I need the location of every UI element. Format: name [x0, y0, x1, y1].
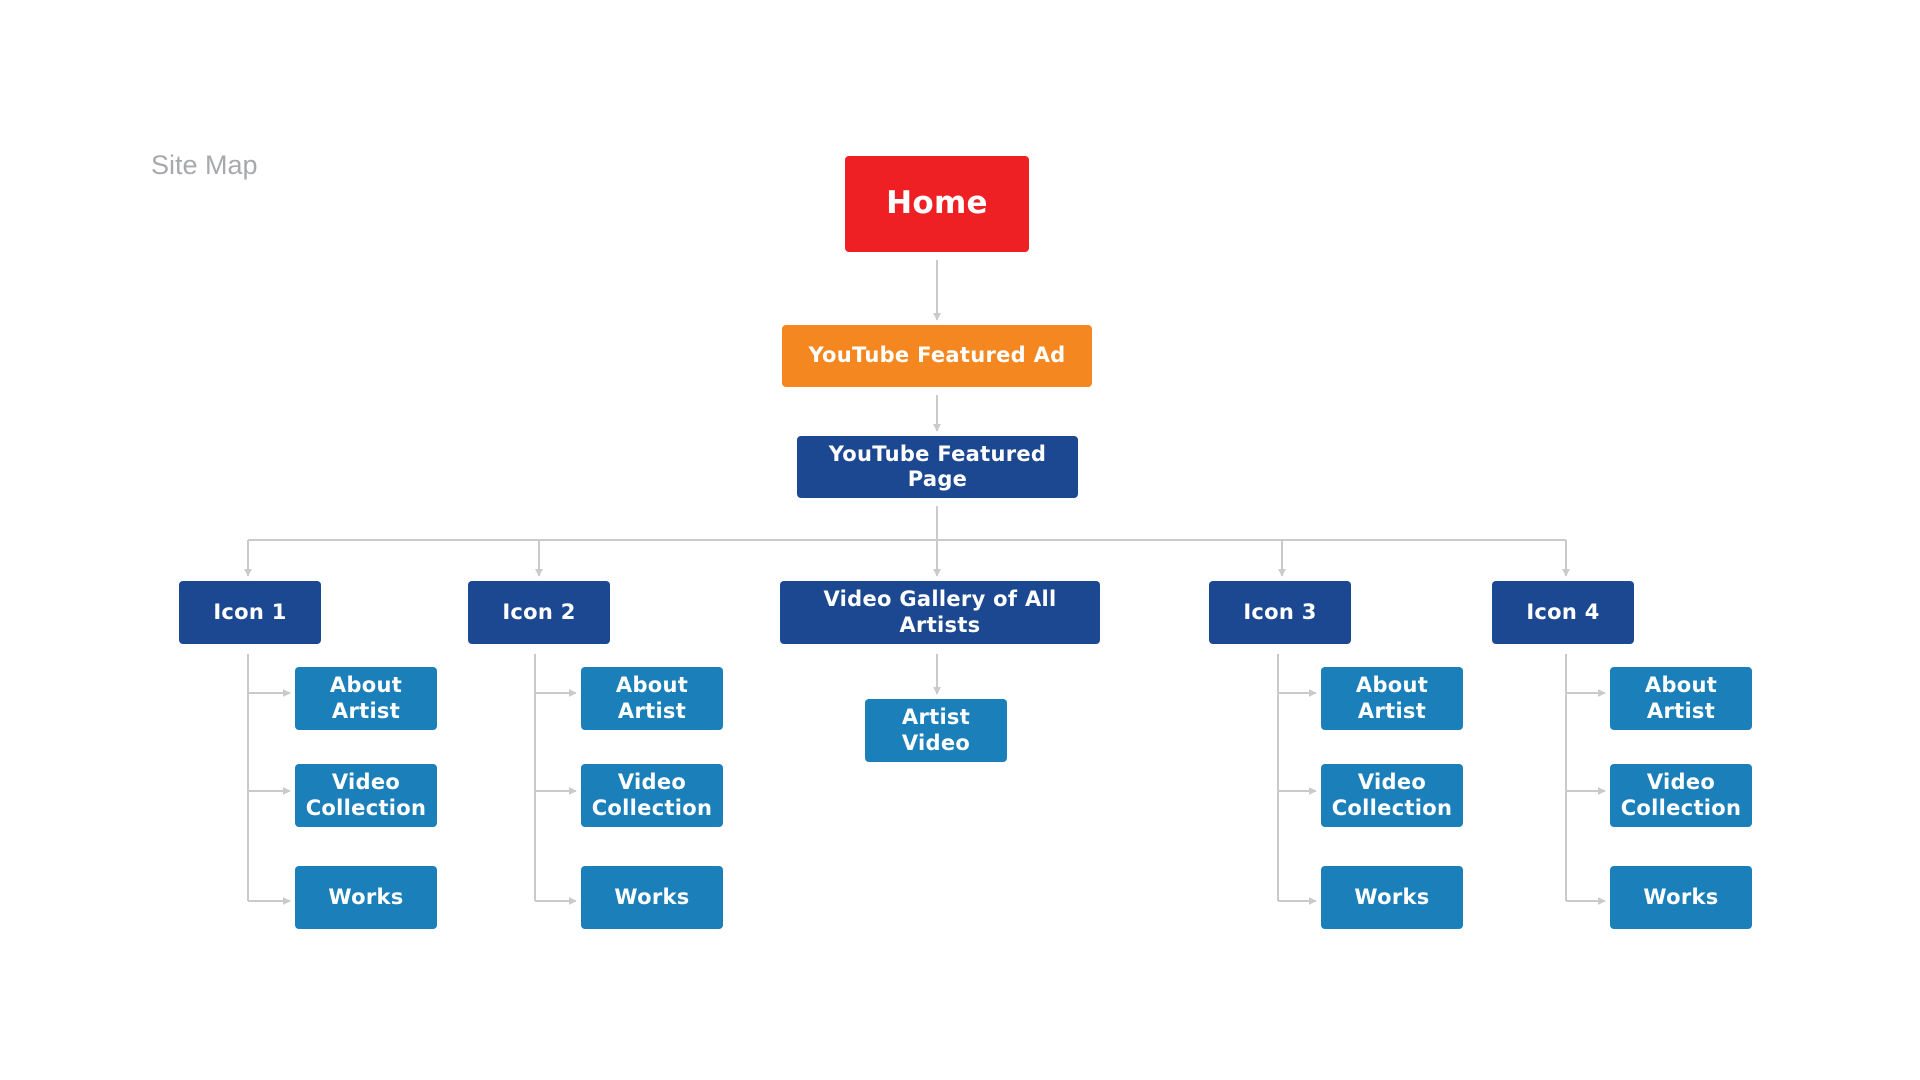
node-icon-2-video-collection: Video Collection — [581, 764, 723, 827]
node-icon-4: Icon 4 — [1492, 581, 1634, 644]
node-icon-2-works: Works — [581, 866, 723, 929]
node-icon-2-label: Icon 2 — [502, 599, 576, 624]
node-icon-4-about-artist-label: About Artist — [1644, 673, 1718, 723]
node-video-gallery-label: Video Gallery of All Artists — [823, 587, 1057, 637]
node-icon-4-video-collection-label: Video Collection — [1620, 770, 1742, 820]
node-icon-1-label: Icon 1 — [213, 599, 287, 624]
node-icon-1-video-collection-label: Video Collection — [305, 770, 427, 820]
node-icon-3-label: Icon 3 — [1243, 599, 1317, 624]
node-icon-4-about-artist: About Artist — [1610, 667, 1752, 730]
node-icon-2-about-artist: About Artist — [581, 667, 723, 730]
node-video-gallery: Video Gallery of All Artists — [780, 581, 1100, 644]
node-icon-1-video-collection: Video Collection — [295, 764, 437, 827]
node-icon-3-video-collection: Video Collection — [1321, 764, 1463, 827]
node-youtube-featured-ad-label: YouTube Featured Ad — [808, 343, 1066, 368]
node-icon-1-works: Works — [295, 866, 437, 929]
node-icon-2-works-label: Works — [614, 884, 690, 909]
node-icon-3-about-artist-label: About Artist — [1355, 673, 1429, 723]
node-icon-4-label: Icon 4 — [1526, 599, 1600, 624]
node-icon-2-video-collection-label: Video Collection — [591, 770, 713, 820]
node-icon-3-video-collection-label: Video Collection — [1331, 770, 1453, 820]
node-artist-video: Artist Video — [865, 699, 1007, 762]
node-youtube-featured-ad: YouTube Featured Ad — [782, 325, 1092, 387]
node-icon-3-works: Works — [1321, 866, 1463, 929]
node-icon-3-works-label: Works — [1354, 884, 1430, 909]
node-icon-3: Icon 3 — [1209, 581, 1351, 644]
node-icon-4-video-collection: Video Collection — [1610, 764, 1752, 827]
node-icon-1-about-artist-label: About Artist — [329, 673, 403, 723]
node-icon-3-about-artist: About Artist — [1321, 667, 1463, 730]
node-home-label: Home — [886, 185, 988, 222]
node-icon-1: Icon 1 — [179, 581, 321, 644]
node-icon-2-about-artist-label: About Artist — [615, 673, 689, 723]
node-icon-4-works-label: Works — [1643, 884, 1719, 909]
node-icon-4-works: Works — [1610, 866, 1752, 929]
node-youtube-featured-page-label: YouTube Featured Page — [828, 441, 1047, 491]
node-icon-1-about-artist: About Artist — [295, 667, 437, 730]
node-icon-1-works-label: Works — [328, 884, 404, 909]
node-home: Home — [845, 156, 1029, 252]
node-icon-2: Icon 2 — [468, 581, 610, 644]
node-youtube-featured-page: YouTube Featured Page — [797, 436, 1078, 498]
node-artist-video-label: Artist Video — [901, 705, 971, 755]
page-title: Site Map — [151, 150, 258, 180]
